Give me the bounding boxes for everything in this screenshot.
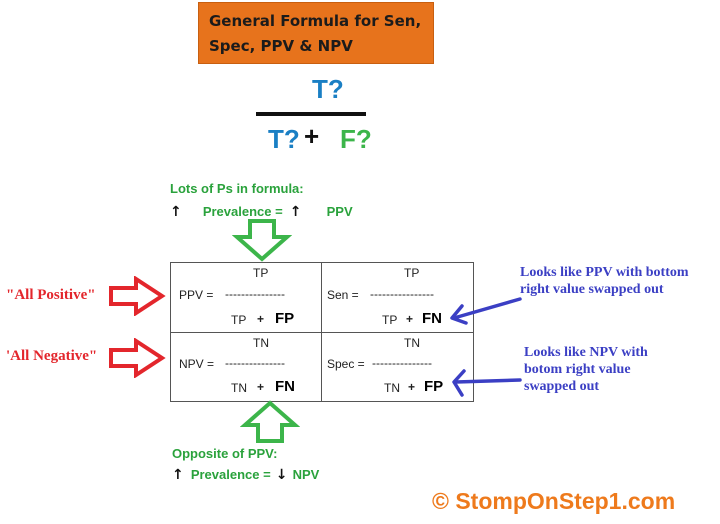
- red-right-arrow-icon: [109, 276, 166, 316]
- npv-cell: TN NPV = --------------- TN + FN: [171, 333, 322, 402]
- top-note-line1: Lots of Ps in formula:: [170, 181, 304, 196]
- formula-denominator-right: F?: [340, 124, 372, 154]
- site-credit: © StompOnStep1.com: [432, 488, 676, 514]
- sen-fraction-line: ----------------: [370, 287, 434, 301]
- fraction-bar: [256, 112, 366, 116]
- up-arrow-icon: ↑: [172, 467, 184, 483]
- sen-note-line-1: Looks like PPV with bottom: [520, 265, 689, 280]
- formula-denominator-left: T?: [268, 124, 300, 154]
- spec-plus: +: [408, 380, 416, 394]
- top-note-prevalence: Prevalence =: [202, 204, 283, 219]
- spec-note-line-1: Looks like NPV with: [524, 345, 648, 360]
- npv-name: NPV =: [179, 357, 215, 371]
- bottom-note-npv: NPV: [292, 467, 320, 482]
- bottom-note-prevalence: Prevalence =: [190, 467, 271, 482]
- formula-grid: TP PPV = --------------- TP + FP TP Sen …: [170, 262, 474, 402]
- spec-name: Spec =: [327, 357, 365, 371]
- down-arrow-icon: ↓: [275, 467, 288, 483]
- spec-note-line-2: botom right value: [524, 362, 631, 377]
- red-right-arrow-icon: [109, 338, 166, 378]
- spec-fraction-line: ---------------: [372, 356, 432, 370]
- green-up-arrow-icon: [240, 400, 300, 443]
- sen-note: Looks like PPV with bottom right value s…: [520, 264, 716, 298]
- grid-divider-horizontal: [171, 332, 473, 333]
- blue-arrow-icon: [450, 297, 522, 325]
- top-note-line2: ↑ Prevalence = ↑ PPV: [170, 201, 390, 220]
- npv-numerator: TN: [253, 336, 269, 350]
- formula-plus: +: [304, 121, 320, 151]
- npv-fraction-line: ---------------: [225, 356, 285, 370]
- bottom-note-line2: ↑ Prevalence = ↓ NPV: [172, 464, 392, 483]
- all-negative-label: 'All Negative": [6, 348, 98, 364]
- ppv-name: PPV =: [179, 288, 214, 302]
- all-positive-label: "All Positive": [6, 287, 96, 303]
- sen-cell: TP Sen = ---------------- TP + FN: [322, 263, 473, 332]
- spec-cell: TN Spec = --------------- TN + FP: [322, 333, 473, 402]
- ppv-numerator: TP: [253, 266, 269, 280]
- sen-den-b: FN: [422, 310, 442, 327]
- npv-den-b: FN: [275, 378, 295, 395]
- sen-name: Sen =: [327, 288, 359, 302]
- bottom-note-line1: Opposite of PPV:: [172, 446, 278, 461]
- blue-arrow-icon: [452, 369, 522, 397]
- sen-numerator: TP: [404, 266, 420, 280]
- spec-den-b: FP: [424, 378, 444, 395]
- green-down-arrow-icon: [232, 219, 292, 262]
- spec-numerator: TN: [404, 336, 420, 350]
- title-line-2: Spec, PPV & NPV: [209, 37, 353, 55]
- spec-note-line-3: swapped out: [524, 379, 600, 394]
- spec-den-a: TN: [384, 381, 400, 395]
- sen-den-a: TP: [382, 313, 398, 327]
- top-note-ppv: PPV: [326, 204, 353, 219]
- up-arrow-icon: ↑: [289, 204, 302, 220]
- spec-note: Looks like NPV with botom right value sw…: [524, 344, 704, 395]
- title-box: General Formula for Sen, Spec, PPV & NPV: [198, 2, 434, 64]
- ppv-den-a: TP: [231, 313, 247, 327]
- sen-note-line-2: right value swapped out: [520, 282, 664, 297]
- npv-plus: +: [257, 380, 265, 394]
- npv-den-a: TN: [231, 381, 247, 395]
- ppv-cell: TP PPV = --------------- TP + FP: [171, 263, 322, 332]
- ppv-den-b: FP: [275, 310, 295, 327]
- up-arrow-icon: ↑: [170, 204, 182, 220]
- title-line-1: General Formula for Sen,: [209, 12, 422, 30]
- sen-plus: +: [406, 312, 414, 326]
- ppv-plus: +: [257, 312, 265, 326]
- formula-numerator: T?: [312, 74, 344, 104]
- ppv-fraction-line: ---------------: [225, 287, 285, 301]
